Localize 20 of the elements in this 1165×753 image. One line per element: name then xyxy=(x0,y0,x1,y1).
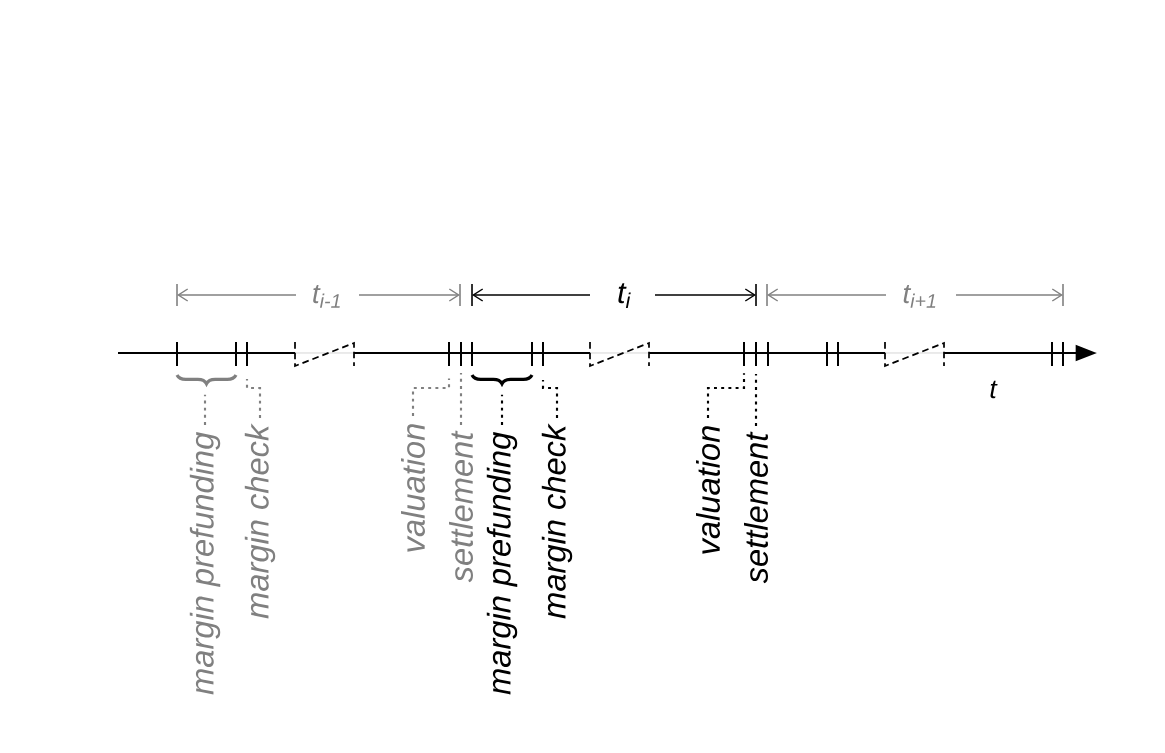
event-label: settlement xyxy=(744,431,768,584)
leader-line xyxy=(706,373,746,418)
leader-line xyxy=(541,380,559,418)
event-label: settlement xyxy=(449,430,473,583)
event-label: valuation xyxy=(401,424,425,552)
period-label: t$_{i}$ xyxy=(618,283,631,308)
axis-label: t xyxy=(990,380,998,399)
leader-line xyxy=(459,373,463,425)
event-label: valuation xyxy=(696,426,720,554)
event-label: margin check xyxy=(541,423,573,619)
leader-line xyxy=(411,378,451,416)
leader-line xyxy=(500,394,504,425)
event-label: margin prefunding xyxy=(189,432,221,695)
leader-line xyxy=(245,379,262,418)
period-label: t$_{i-1}$ xyxy=(313,284,340,308)
period-label: t$_{i+1}$ xyxy=(903,284,936,308)
event-label: margin check xyxy=(244,423,276,619)
event-label: margin prefunding xyxy=(486,432,518,695)
leader-line xyxy=(754,374,758,426)
leader-line xyxy=(203,394,207,425)
